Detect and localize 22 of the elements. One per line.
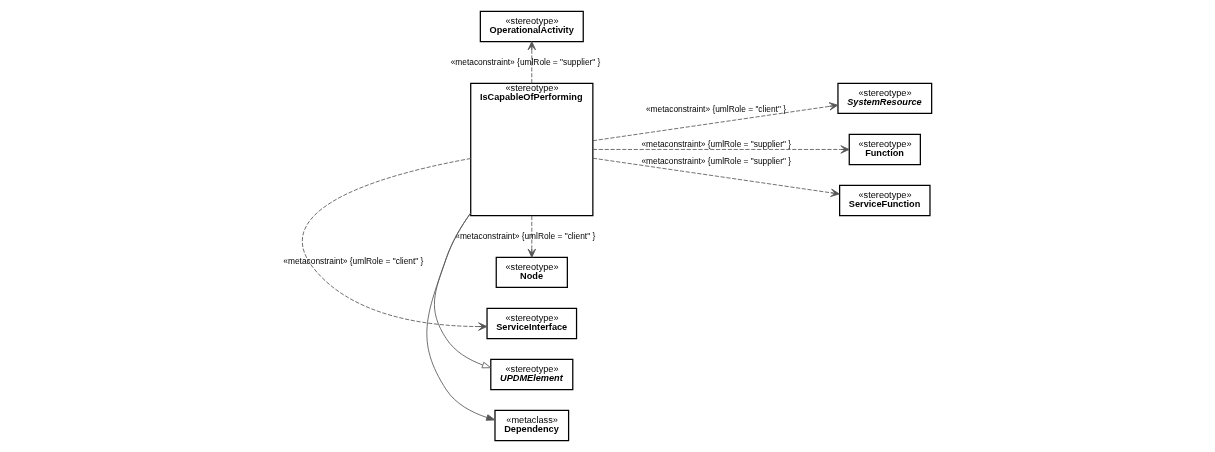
- node-box: «stereotype» UPDMElement: [490, 358, 574, 391]
- node-box: «stereotype» Function: [848, 133, 921, 166]
- edge-label: «metaconstraint» {umlRole = "client" }: [455, 230, 596, 241]
- arrow: [527, 41, 536, 84]
- arrow: [527, 215, 536, 258]
- edge-label: «metaconstraint» {umlRole = "client" }: [645, 103, 786, 114]
- arrow: [592, 102, 839, 142]
- arrow: [592, 145, 850, 154]
- node-box: «metaclass» Dependency: [494, 409, 570, 442]
- node-box: «stereotype» OperationalActivity: [479, 10, 584, 43]
- arrow: [301, 158, 488, 331]
- node-box: «stereotype» SystemResource: [837, 82, 933, 115]
- edge-label: «metaconstraint» {umlRole = "client" }: [283, 256, 424, 267]
- node-box: «stereotype» ServiceInterface: [486, 307, 578, 340]
- node-box: «stereotype» IsCapableOfPerforming: [470, 82, 594, 217]
- node-box: «stereotype» ServiceFunction: [839, 184, 931, 217]
- arrow: [426, 212, 496, 421]
- node-box: «stereotype» Node: [495, 256, 568, 289]
- edge-label: «metaconstraint» {umlRole = "supplier" }: [450, 56, 601, 67]
- edge-label: «metaconstraint» {umlRole = "supplier" }: [641, 155, 792, 166]
- edge-label: «metaconstraint» {umlRole = "supplier" }: [641, 138, 792, 149]
- arrow: [592, 157, 840, 197]
